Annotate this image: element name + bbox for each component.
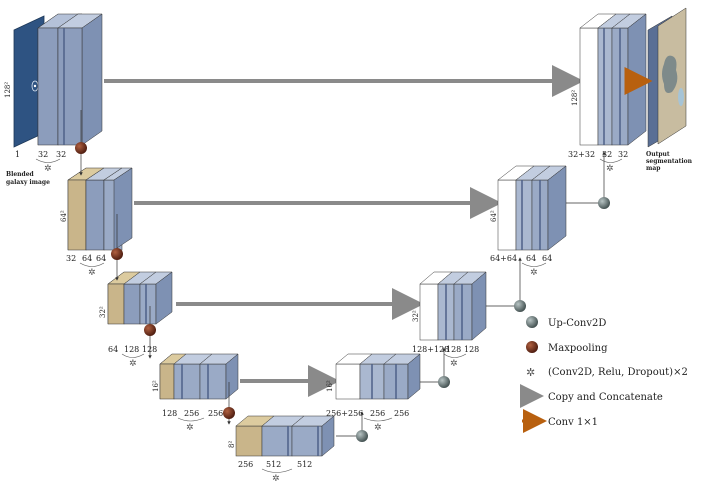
encoder-size-label: 64²: [60, 210, 68, 222]
decoder-size-label: 32²: [412, 310, 420, 322]
legend-label: Up-Conv2D: [548, 318, 606, 329]
decoder-size-label: 64²: [490, 210, 498, 222]
maxpool-icon: [75, 142, 87, 154]
maxpool-icon: [526, 341, 538, 353]
encoder-level1: [37, 13, 103, 146]
maxpool-ops: [75, 142, 235, 419]
upconv-icon: [598, 197, 610, 209]
output-caption-line1: Output: [646, 151, 670, 158]
encoder-size-label: 8²: [228, 441, 236, 448]
channel-label: 256: [394, 409, 409, 418]
conv-block-icon: ✲: [526, 366, 535, 379]
channel-label: 512: [266, 460, 281, 469]
channel-label: 512: [297, 460, 312, 469]
conv-block-icon: ✲: [272, 474, 280, 484]
channel-label: 256: [208, 409, 223, 418]
channel-label: 256: [184, 409, 199, 418]
encoder-level3: [107, 271, 173, 325]
maxpool-icon: [144, 324, 156, 336]
skip-connections: [104, 65, 584, 397]
decoder-level1: [579, 13, 647, 146]
conv-block-icon: ✲: [530, 268, 538, 278]
decoder-level4: [335, 353, 421, 400]
channel-label: 32: [38, 150, 48, 159]
legend-label: Copy and Concatenate: [548, 392, 663, 403]
input-caption-line1: Blended: [6, 171, 35, 178]
legend: Up-Conv2D Maxpooling ✲ (Conv2D, Relu, Dr…: [520, 316, 688, 433]
maxpool-icon: [223, 407, 235, 419]
decoder-level2: [497, 165, 567, 251]
upconv-icon: [514, 300, 526, 312]
legend-label: Conv 1×1: [548, 417, 598, 428]
legend-label: (Conv2D, Relu, Dropout)×2: [548, 367, 688, 378]
encoder-size-label: 16²: [152, 380, 160, 392]
channel-label: 128+128: [412, 345, 449, 354]
conv-block-icon: ✲: [450, 359, 458, 369]
conv-block-icon: ✲: [606, 164, 614, 174]
channel-label: 128: [446, 345, 461, 354]
upconv-ops: [356, 197, 610, 442]
decoder-size-label: 128²: [571, 90, 579, 106]
channel-label: 128: [162, 409, 177, 418]
input-caption-line2: galaxy image: [6, 179, 50, 186]
channel-label: 128: [124, 345, 139, 354]
input-size-label: 128²: [4, 82, 12, 98]
conv-block-icon: ✲: [88, 268, 96, 278]
upconv-icon: [526, 316, 538, 328]
channel-label: 64: [526, 254, 536, 263]
channel-label: 32: [66, 254, 76, 263]
output-caption-line3: map: [646, 165, 660, 172]
channel-label: 256: [370, 409, 385, 418]
channel-label: 32: [56, 150, 66, 159]
conv-block-icon: ✲: [129, 359, 137, 369]
conv-block-icon: ✲: [44, 164, 52, 174]
channel-label: 32: [602, 150, 612, 159]
channel-label: 64+64: [490, 254, 517, 263]
output-caption-line2: segmentation: [646, 158, 693, 165]
conv-blocks: [35, 158, 623, 473]
conv-block-icon: ✲: [374, 423, 382, 433]
input-channel-label: 1: [15, 150, 20, 159]
channel-label: 256+256: [326, 409, 363, 418]
decoder-level3: [419, 271, 487, 341]
output-map: [647, 7, 687, 148]
channel-label: 32+32: [568, 150, 595, 159]
bottleneck: [235, 415, 335, 457]
upconv-icon: [356, 430, 368, 442]
conv-block-icon: ✲: [186, 423, 194, 433]
size-labels: 128² 64² 32² 16² 8² 16² 32² 64² 128²: [4, 82, 579, 448]
maxpool-icon: [111, 248, 123, 260]
encoder-level2: [67, 167, 133, 251]
channel-label: 64: [542, 254, 552, 263]
encoder-level4: [159, 353, 239, 400]
channel-labels: 1 32 32 32 64 64 64 128 128 128 256 256 …: [15, 150, 628, 469]
upconv-icon: [438, 376, 450, 388]
decoder-size-label: 16²: [326, 380, 334, 392]
conv-block-icons: ✲ ✲ ✲ ✲ ✲ ✲ ✲ ✲ ✲: [44, 164, 614, 484]
channel-label: 64: [96, 254, 106, 263]
encoder-size-label: 32²: [99, 306, 107, 318]
legend-label: Maxpooling: [548, 343, 608, 354]
channel-label: 64: [108, 345, 118, 354]
channel-label: 256: [238, 460, 253, 469]
channel-label: 128: [142, 345, 157, 354]
channel-label: 32: [618, 150, 628, 159]
channel-label: 64: [82, 254, 92, 263]
channel-label: 128: [464, 345, 479, 354]
